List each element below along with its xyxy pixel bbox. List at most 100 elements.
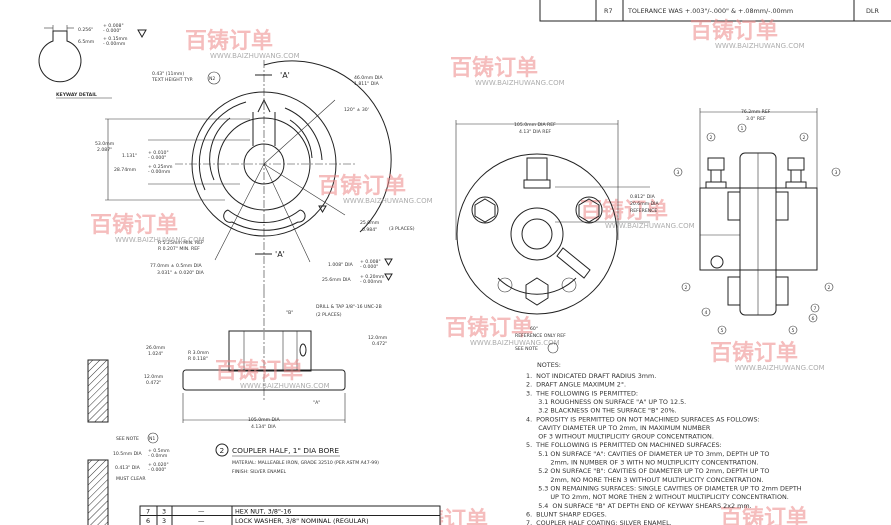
bom-item: 6 [146,517,150,525]
dim-text: 0.812" DIA [630,194,656,200]
watermark-url: WWW.BAIZHUWANG.COM [343,197,433,205]
dim-text: 3.031" ± 0.020" DIA [157,270,205,276]
dim-text: 25.0mm [360,220,380,226]
dim-text: 3.0" REF [746,116,766,122]
watermark-url: WWW.BAIZHUWANG.COM [240,382,330,390]
dim-text: - 0.00mm [360,279,383,285]
dim-text: 1.131" [122,153,137,159]
part-balloons: 1 2 2 3 3 2 2 4 5 5 6 7 [673,123,841,335]
dim-text: 0.472" [146,380,161,386]
note-line: 5.4 ON SURFACE "B" AT DEPTH END OF KEYWA… [526,502,752,510]
dim-text: R 3.0mm [188,350,209,356]
dim-text: 1.024" [148,351,163,357]
watermark-logo: 百铸订单 [90,212,178,238]
dim-text: 77.0mm ± 0.5mm DIA [150,263,203,269]
dim-text: - 0.00mm [148,169,171,175]
note-balloon: N1 [149,436,155,442]
part-number-balloon: 2 [220,446,225,455]
balloon: 4 [705,310,708,316]
dim-text: SEE NOTE [515,346,538,352]
watermark-url: WWW.BAIZHUWANG.COM [470,339,560,347]
part-title: COUPLER HALF, 1" DIA BORE [232,446,339,455]
coupler-section-view: DRILL & TAP 3/8"-16 UNC-2B (2 PLACES) "B… [144,290,388,430]
part-material: MATERIAL: MALLEABLE IRON, GRADE 32510 (P… [232,460,379,466]
dim-text: REFERENCE ONLY REF [515,333,566,339]
dim-text: 4.134" DIA [251,424,277,430]
dim-text: 2.087" [97,147,112,153]
keyway-tol: - 0.000" [103,28,121,34]
watermark-logo: 百铸订单 [215,358,303,384]
dim-text: 105.0mm DIA REF [514,122,556,128]
note-line: 1. NOT INDICATED DRAFT RADIUS 3mm. [526,372,656,380]
dim-text: + 0.010" [148,150,169,156]
dim-text: - 0.0mm [148,453,168,459]
dim-text: R 0.207" MIN. REF [158,246,200,252]
dim-text: - 0.000" [360,264,378,270]
note-line: 2. DRAFT ANGLE MAXIMUM 2°. [526,381,626,389]
dim-text: 60° [530,326,538,332]
revision-by: DLR [866,7,879,15]
assembly-side-view: 76.2mm REF 3.0" REF 1 2 2 3 3 2 2 4 5 5 … [673,108,841,335]
dim-text: 20.6mm DIA [630,201,660,207]
dim-text: 0.43" (11mm) [152,71,184,77]
balloon: 7 [814,306,817,312]
balloon: 3 [835,170,838,176]
balloon: 2 [803,135,806,141]
dim-text: DRILL & TAP 3/8"-16 UNC-2B [316,304,382,310]
notes: NOTES: 1. NOT INDICATED DRAFT RADIUS 3mm… [526,361,802,525]
note-line: 6. BLUNT SHARP EDGES. [526,510,607,518]
dim-text: 1.008" DIA [328,262,354,268]
dim-text: 26.0mm [146,345,166,351]
dim-text: + 0.020" [148,462,169,468]
dim-text: R 5.25mm MIN. REF [158,240,204,246]
note-line: OF 3 WITHOUT MULTIPLICITY GROUP CONCENTR… [526,433,714,441]
section-label-top: 'A' [280,71,290,80]
surface-label: "B" [286,310,293,316]
keyway-tol: + 0.15mm [103,36,128,42]
note-line: 5.2 ON SURFACE "B": CAVITIES OF DIAMETER… [526,467,769,475]
balloon: 6 [812,316,815,322]
watermark-logo: 百铸订单 [720,505,808,525]
watermark-url: WWW.BAIZHUWANG.COM [475,79,565,87]
watermark-url: WWW.BAIZHUWANG.COM [115,236,205,244]
dim-text: (2 PLACES) [316,312,342,318]
keyway-detail-title: KEYWAY DETAIL [56,92,97,98]
dim-text: + 0.008" [360,259,381,265]
dim-text: 0.413" DIA [115,465,141,471]
bom-qty: 3 [162,508,166,516]
balloon: 5 [721,328,724,334]
dim-text: 4.13" DIA REF [519,129,551,135]
balloon: 2 [685,285,688,291]
balloon: 3 [677,170,680,176]
balloon: 5 [792,328,795,334]
note-line: CAVITY DIAMETER UP TO 2mm, IN MAXIMUM NU… [526,424,711,432]
surface-finish-icon [137,29,147,39]
watermark-url: WWW.BAIZHUWANG.COM [210,52,300,60]
bom-description: HEX NUT, 3/8"-16 [235,508,291,516]
bom-part-no: — [198,517,205,525]
dim-text: 120° ± 30' [344,107,369,113]
note-line: 3. THE FOLLOWING IS PERMITTED: [526,389,638,397]
note-line: 4. POROSITY IS PERMITTED ON NOT MACHINED… [526,415,760,423]
bom-row: 6 3 — LOCK WASHER, 3/8" NOMINAL (REGULAR… [146,517,369,525]
coupler-front-view: 'A' 'A' 0.43" (11mm) TEXT HEIGHT TYP. N2… [95,60,415,290]
notes-heading: NOTES: [537,361,561,369]
bom-item: 7 [146,508,150,516]
keyway-tol: + 0.008" [103,23,124,29]
part-title-block: 2 COUPLER HALF, 1" DIA BORE MATERIAL: MA… [215,443,379,475]
dim-text: SEE NOTE [116,436,139,442]
watermark-url: WWW.BAIZHUWANG.COM [605,222,695,230]
bom-part-no: — [198,508,205,516]
note-line: 2mm, NO MORE THEN 3 WITHOUT MULTIPLICITY… [526,476,763,484]
watermark-logo: 百铸订单 [690,18,778,44]
section-label-bottom: 'A' [275,250,285,259]
keyway-detail: 0.256" + 0.008" - 0.000" 6.5mm + 0.15mm … [38,23,147,99]
dim-text: 28.74mm [114,167,137,173]
bom-description: LOCK WASHER, 3/8" NOMINAL (REGULAR) [235,517,369,525]
balloon: 2 [710,135,713,141]
note-line: UP TO 2mm, NOT MORE THEN 2 WITHOUT MULTI… [526,493,789,501]
note-line: 5. THE FOLLOWING IS PERMITTED ON MACHINE… [526,441,722,449]
watermark-logo: 百铸订单 [445,315,533,341]
watermark-logo: 百铸订单 [318,173,406,199]
watermark-logo: 百铸订单 [710,340,798,366]
